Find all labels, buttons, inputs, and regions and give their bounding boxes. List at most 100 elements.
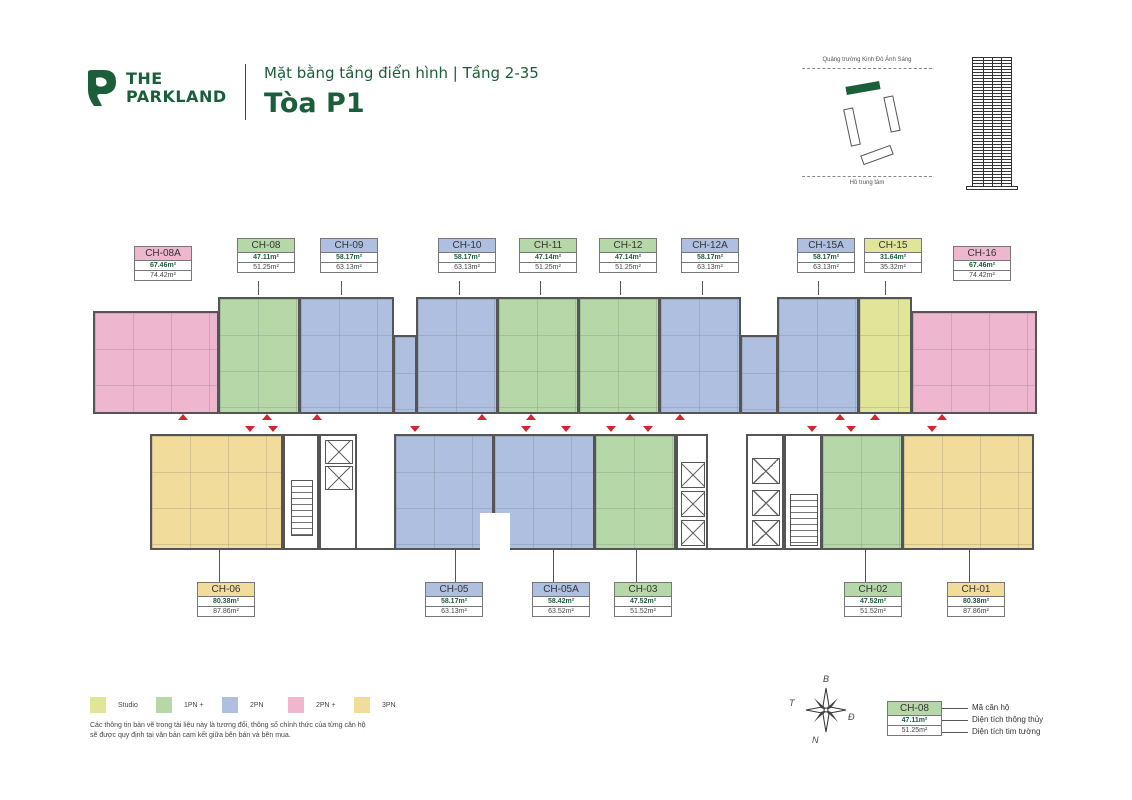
- entrance-marker-icon: [625, 414, 635, 420]
- entrance-marker-icon: [477, 414, 487, 420]
- unit-ch-15a[interactable]: [777, 297, 859, 414]
- unit-ch-05[interactable]: [394, 434, 494, 550]
- key-code-label: Mã căn hộ: [972, 703, 1010, 712]
- entrance-marker-icon: [846, 426, 856, 432]
- unit-tag-ch-09[interactable]: CH-09 58.17m² 63.13m²: [320, 238, 378, 273]
- unit-ch-10[interactable]: [416, 297, 498, 414]
- leader-line: [455, 550, 456, 582]
- unit-tag-ch-05[interactable]: CH-05 58.17m² 63.13m²: [425, 582, 483, 617]
- entrance-marker-icon: [268, 426, 278, 432]
- unit-connector: [393, 335, 417, 414]
- entrance-marker-icon: [807, 426, 817, 432]
- entrance-marker-icon: [245, 426, 255, 432]
- site-bottom-label: Hồ trung tâm: [849, 180, 885, 186]
- unit-ch-09[interactable]: [299, 297, 394, 414]
- leader-line: [341, 281, 342, 295]
- legend-item-1pn-plus: 1PN +: [156, 697, 222, 713]
- entrance-marker-icon: [937, 414, 947, 420]
- unit-ch-06[interactable]: [150, 434, 283, 550]
- leader-line: [969, 550, 970, 582]
- unit-ch-12[interactable]: [578, 297, 660, 414]
- legend-swatch: [90, 697, 106, 713]
- entrance-marker-icon: [927, 426, 937, 432]
- compass-west-label: T: [789, 698, 795, 708]
- unit-connector: [740, 335, 778, 414]
- entrance-marker-icon: [526, 414, 536, 420]
- legend-item-studio: Studio: [90, 697, 156, 713]
- elevator-shaft: [752, 458, 780, 484]
- site-building: [860, 144, 894, 166]
- unit-tag-ch-11[interactable]: CH-11 47.14m² 51.25m²: [519, 238, 577, 273]
- leader-line: [553, 550, 554, 582]
- compass-north-label: B: [823, 674, 830, 684]
- unit-tag-ch-10[interactable]: CH-10 58.17m² 63.13m²: [438, 238, 496, 273]
- entrance-marker-icon: [643, 426, 653, 432]
- entrance-marker-icon: [870, 414, 880, 420]
- compass: [796, 676, 856, 746]
- unit-tag-ch-06[interactable]: CH-06 80.38m² 87.86m²: [197, 582, 255, 617]
- unit-ch-11[interactable]: [497, 297, 579, 414]
- unit-tag-ch-08[interactable]: CH-08 47.11m² 51.25m²: [237, 238, 295, 273]
- unit-ch-08a[interactable]: [93, 311, 219, 414]
- unit-tag-ch-02[interactable]: CH-02 47.52m² 51.52m²: [844, 582, 902, 617]
- leader-line: [620, 281, 621, 295]
- label-key: CH-08 47.11m² 51.25m²: [887, 701, 942, 736]
- unit-ch-08[interactable]: [218, 297, 300, 414]
- elevator-shaft: [752, 520, 780, 546]
- elevator-shaft: [681, 462, 705, 488]
- unit-tag-ch-03[interactable]: CH-03 47.52m² 51.52m²: [614, 582, 672, 617]
- elevator-shaft: [681, 491, 705, 517]
- site-top-dash: [802, 68, 932, 69]
- stairs: [291, 480, 313, 536]
- brand-logo: THE PARKLAND: [86, 68, 227, 108]
- unit-tag-ch-05a[interactable]: CH-05A 58.42m² 63.52m²: [532, 582, 590, 617]
- unit-ch-03[interactable]: [594, 434, 676, 550]
- unit-ch-01[interactable]: [902, 434, 1034, 550]
- entrance-marker-icon: [606, 426, 616, 432]
- legend-swatch: [354, 697, 370, 713]
- leader-line: [702, 281, 703, 295]
- elevator-core: [746, 434, 784, 550]
- site-building-p1: [845, 81, 881, 95]
- unit-tag-ch-01[interactable]: CH-01 80.38m² 87.86m²: [947, 582, 1005, 617]
- site-top-label: Quảng trường Kinh Đô Ánh Sáng: [822, 57, 912, 63]
- leader-line: [459, 281, 460, 295]
- unit-tag-ch-08a[interactable]: CH-08A 67.46m² 74.42m²: [134, 246, 192, 281]
- page-subtitle: Mặt bằng tầng điển hình | Tầng 2-35: [264, 64, 539, 82]
- unit-ch-16[interactable]: [911, 311, 1037, 414]
- legend-swatch: [156, 697, 172, 713]
- unit-tag-ch-12a[interactable]: CH-12A 58.17m² 63.13m²: [681, 238, 739, 273]
- key-tag: CH-08 47.11m² 51.25m²: [887, 701, 942, 736]
- compass-east-label: Đ: [848, 712, 855, 722]
- entrance-marker-icon: [521, 426, 531, 432]
- elevator-shaft: [752, 490, 780, 516]
- entrance-marker-icon: [178, 414, 188, 420]
- unit-ch-15[interactable]: [858, 297, 912, 414]
- elevator-shaft: [325, 440, 353, 464]
- unit-ch-05a[interactable]: [493, 434, 595, 550]
- leader-line: [540, 281, 541, 295]
- disclaimer-note: Các thông tin bản vẽ trong tài liệu này …: [90, 722, 366, 739]
- leader-line: [258, 281, 259, 295]
- entrance-marker-icon: [312, 414, 322, 420]
- elevator-core: [319, 434, 357, 550]
- leader-line: [885, 281, 886, 295]
- unit-tag-ch-16[interactable]: CH-16 67.46m² 74.42m²: [953, 246, 1011, 281]
- unit-tag-ch-15[interactable]: CH-15 31.64m² 35.32m²: [864, 238, 922, 273]
- legend-swatch: [288, 697, 304, 713]
- unit-ch-02[interactable]: [821, 434, 903, 550]
- unit-tag-ch-15a[interactable]: CH-15A 58.17m² 63.13m²: [797, 238, 855, 273]
- header-divider: [245, 64, 246, 120]
- unit-tag-ch-12[interactable]: CH-12 47.14m² 51.25m²: [599, 238, 657, 273]
- leader-line: [865, 550, 866, 582]
- key-net-label: Diện tích thông thủy: [972, 715, 1044, 724]
- stairs: [790, 494, 818, 546]
- elevator-core: [676, 434, 708, 550]
- legend-item-2pn-plus: 2PN +: [288, 697, 354, 713]
- key-pointer: [942, 732, 968, 733]
- unit-ch-12a[interactable]: [659, 297, 741, 414]
- corridor-wall: [708, 548, 746, 550]
- key-pointer: [942, 720, 968, 721]
- compass-south-label: N: [812, 735, 819, 745]
- elevator-shaft: [325, 466, 353, 490]
